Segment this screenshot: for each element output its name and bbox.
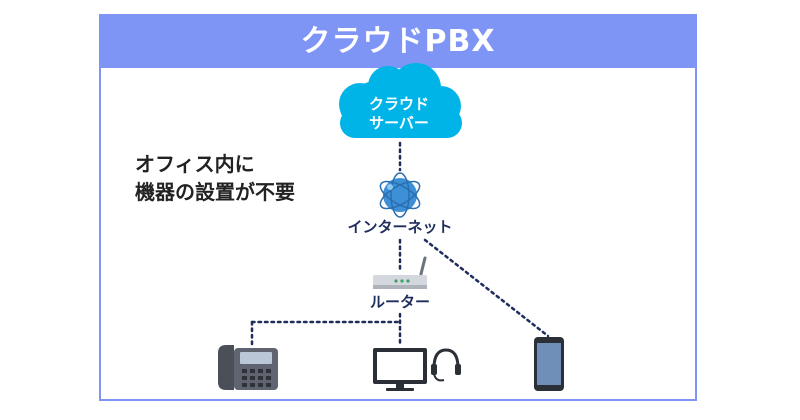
description-line1: オフィス内に [135,152,255,176]
globe-icon [379,172,421,218]
router-label: ルーター [369,293,430,311]
cloud-icon [339,63,462,138]
diagram-title: クラウドPBX [101,16,695,68]
ip-phone-icon [218,345,278,390]
description-line2: 機器の設置が不要 [135,180,295,204]
cloud-server-label-line2: サーバー [369,114,429,132]
monitor-icon [373,348,427,391]
headset-icon [431,348,461,382]
router-icon [373,256,427,289]
smartphone-icon [534,337,564,391]
cloud-server-label: クラウド サーバー [334,95,464,133]
link-internet-smartphone [423,238,550,338]
internet-label: インターネット [347,218,453,236]
cloud-server-label-line1: クラウド [368,95,429,113]
description: オフィス内に 機器の設置が不要 [135,150,295,206]
